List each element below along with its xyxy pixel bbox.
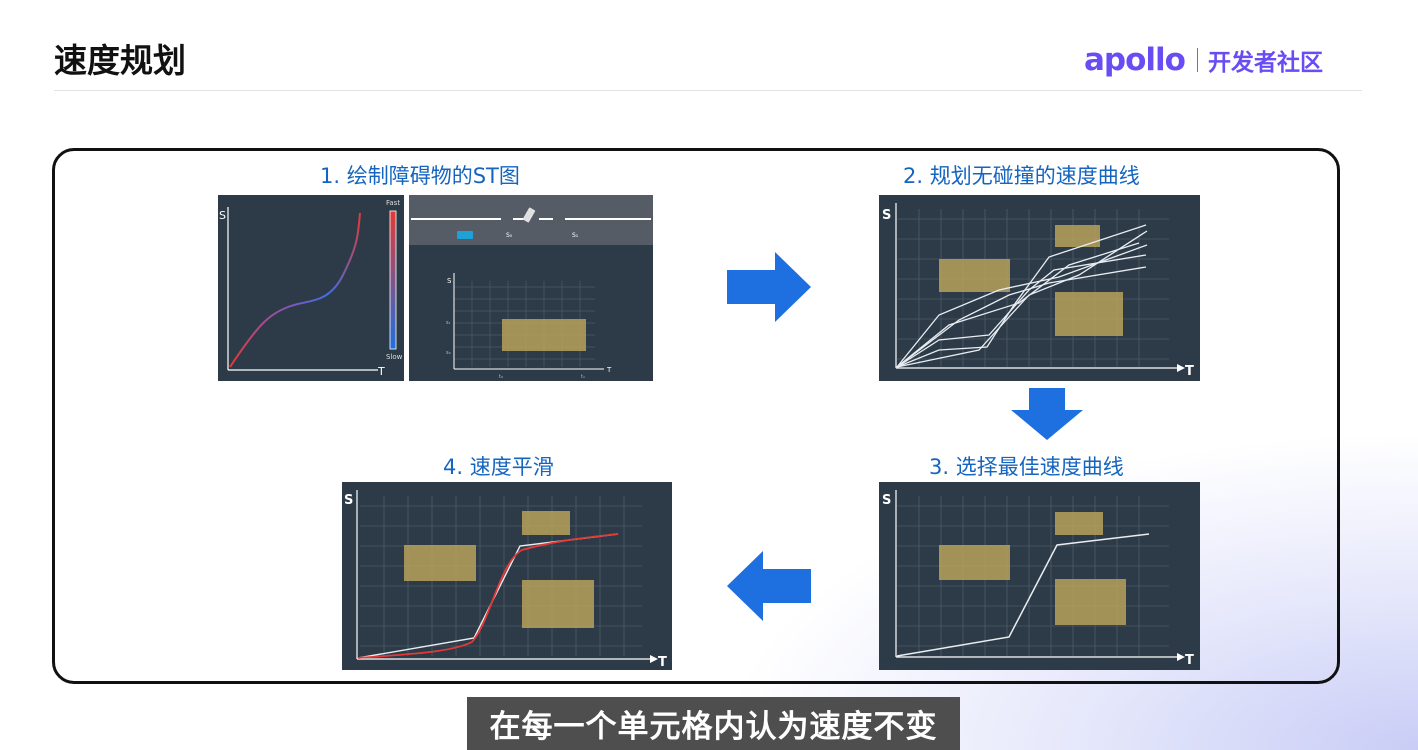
best-curve-panel: S T [879, 482, 1200, 670]
axis-t-label: T [658, 655, 667, 670]
axis-s-label: S [882, 493, 891, 508]
step-4-title: 4. 速度平滑 [443, 455, 554, 479]
speed-profile-panel: S T Fast Slow [218, 195, 404, 381]
logo-subtitle: 开发者社区 [1207, 50, 1323, 76]
logo-wordmark: apollo [1084, 42, 1186, 78]
axis-s-label: S [344, 493, 353, 508]
st-t-label: T [606, 366, 612, 374]
arrow-right-icon [727, 252, 811, 322]
best-curve-chart: S T [882, 490, 1194, 668]
svg-text:t₁: t₁ [581, 374, 585, 380]
axis-s-label: S [219, 209, 226, 222]
arrow-left-icon [727, 551, 811, 621]
caption-text: 在每一个单元格内认为速度不变 [489, 709, 938, 745]
svg-text:t₀: t₀ [499, 374, 503, 380]
apollo-logo: apollo 开发者社区 [1084, 40, 1323, 80]
header-divider [54, 90, 1362, 91]
candidate-curves-chart: S T [882, 203, 1194, 379]
axis-s-label: S [882, 208, 891, 223]
candidate-curves-panel: S T [879, 195, 1200, 381]
road-st-panel: S₀ S₁ S T t₀ t₁ s₁ s₀ [409, 195, 653, 381]
smoothing-chart: S T [344, 490, 667, 670]
axis-t-label: T [377, 365, 385, 378]
svg-text:s₀: s₀ [446, 350, 451, 356]
road-s1-label: S₁ [572, 232, 579, 239]
arrow-down-icon [1011, 388, 1083, 440]
axis-t-label: T [1185, 653, 1194, 668]
road-s0-label: S₀ [506, 232, 513, 239]
road-st-chart: S₀ S₁ S T t₀ t₁ s₁ s₀ [409, 195, 653, 380]
logo-separator [1196, 48, 1198, 72]
page-title: 速度规划 [54, 41, 186, 80]
legend-fast-label: Fast [386, 199, 400, 207]
speed-profile-chart: S T Fast Slow [219, 199, 403, 378]
step-3-title: 3. 选择最佳速度曲线 [929, 455, 1124, 479]
smoothing-panel: S T [342, 482, 672, 670]
content-frame [52, 148, 1340, 684]
axis-t-label: T [1185, 364, 1194, 379]
step-2-title: 2. 规划无碰撞的速度曲线 [903, 164, 1140, 188]
video-caption: 在每一个单元格内认为速度不变 [467, 697, 960, 750]
step-1-title: 1. 绘制障碍物的ST图 [320, 164, 520, 188]
legend-slow-label: Slow [386, 353, 403, 361]
st-s-label: S [447, 277, 452, 285]
svg-text:s₁: s₁ [446, 320, 451, 326]
